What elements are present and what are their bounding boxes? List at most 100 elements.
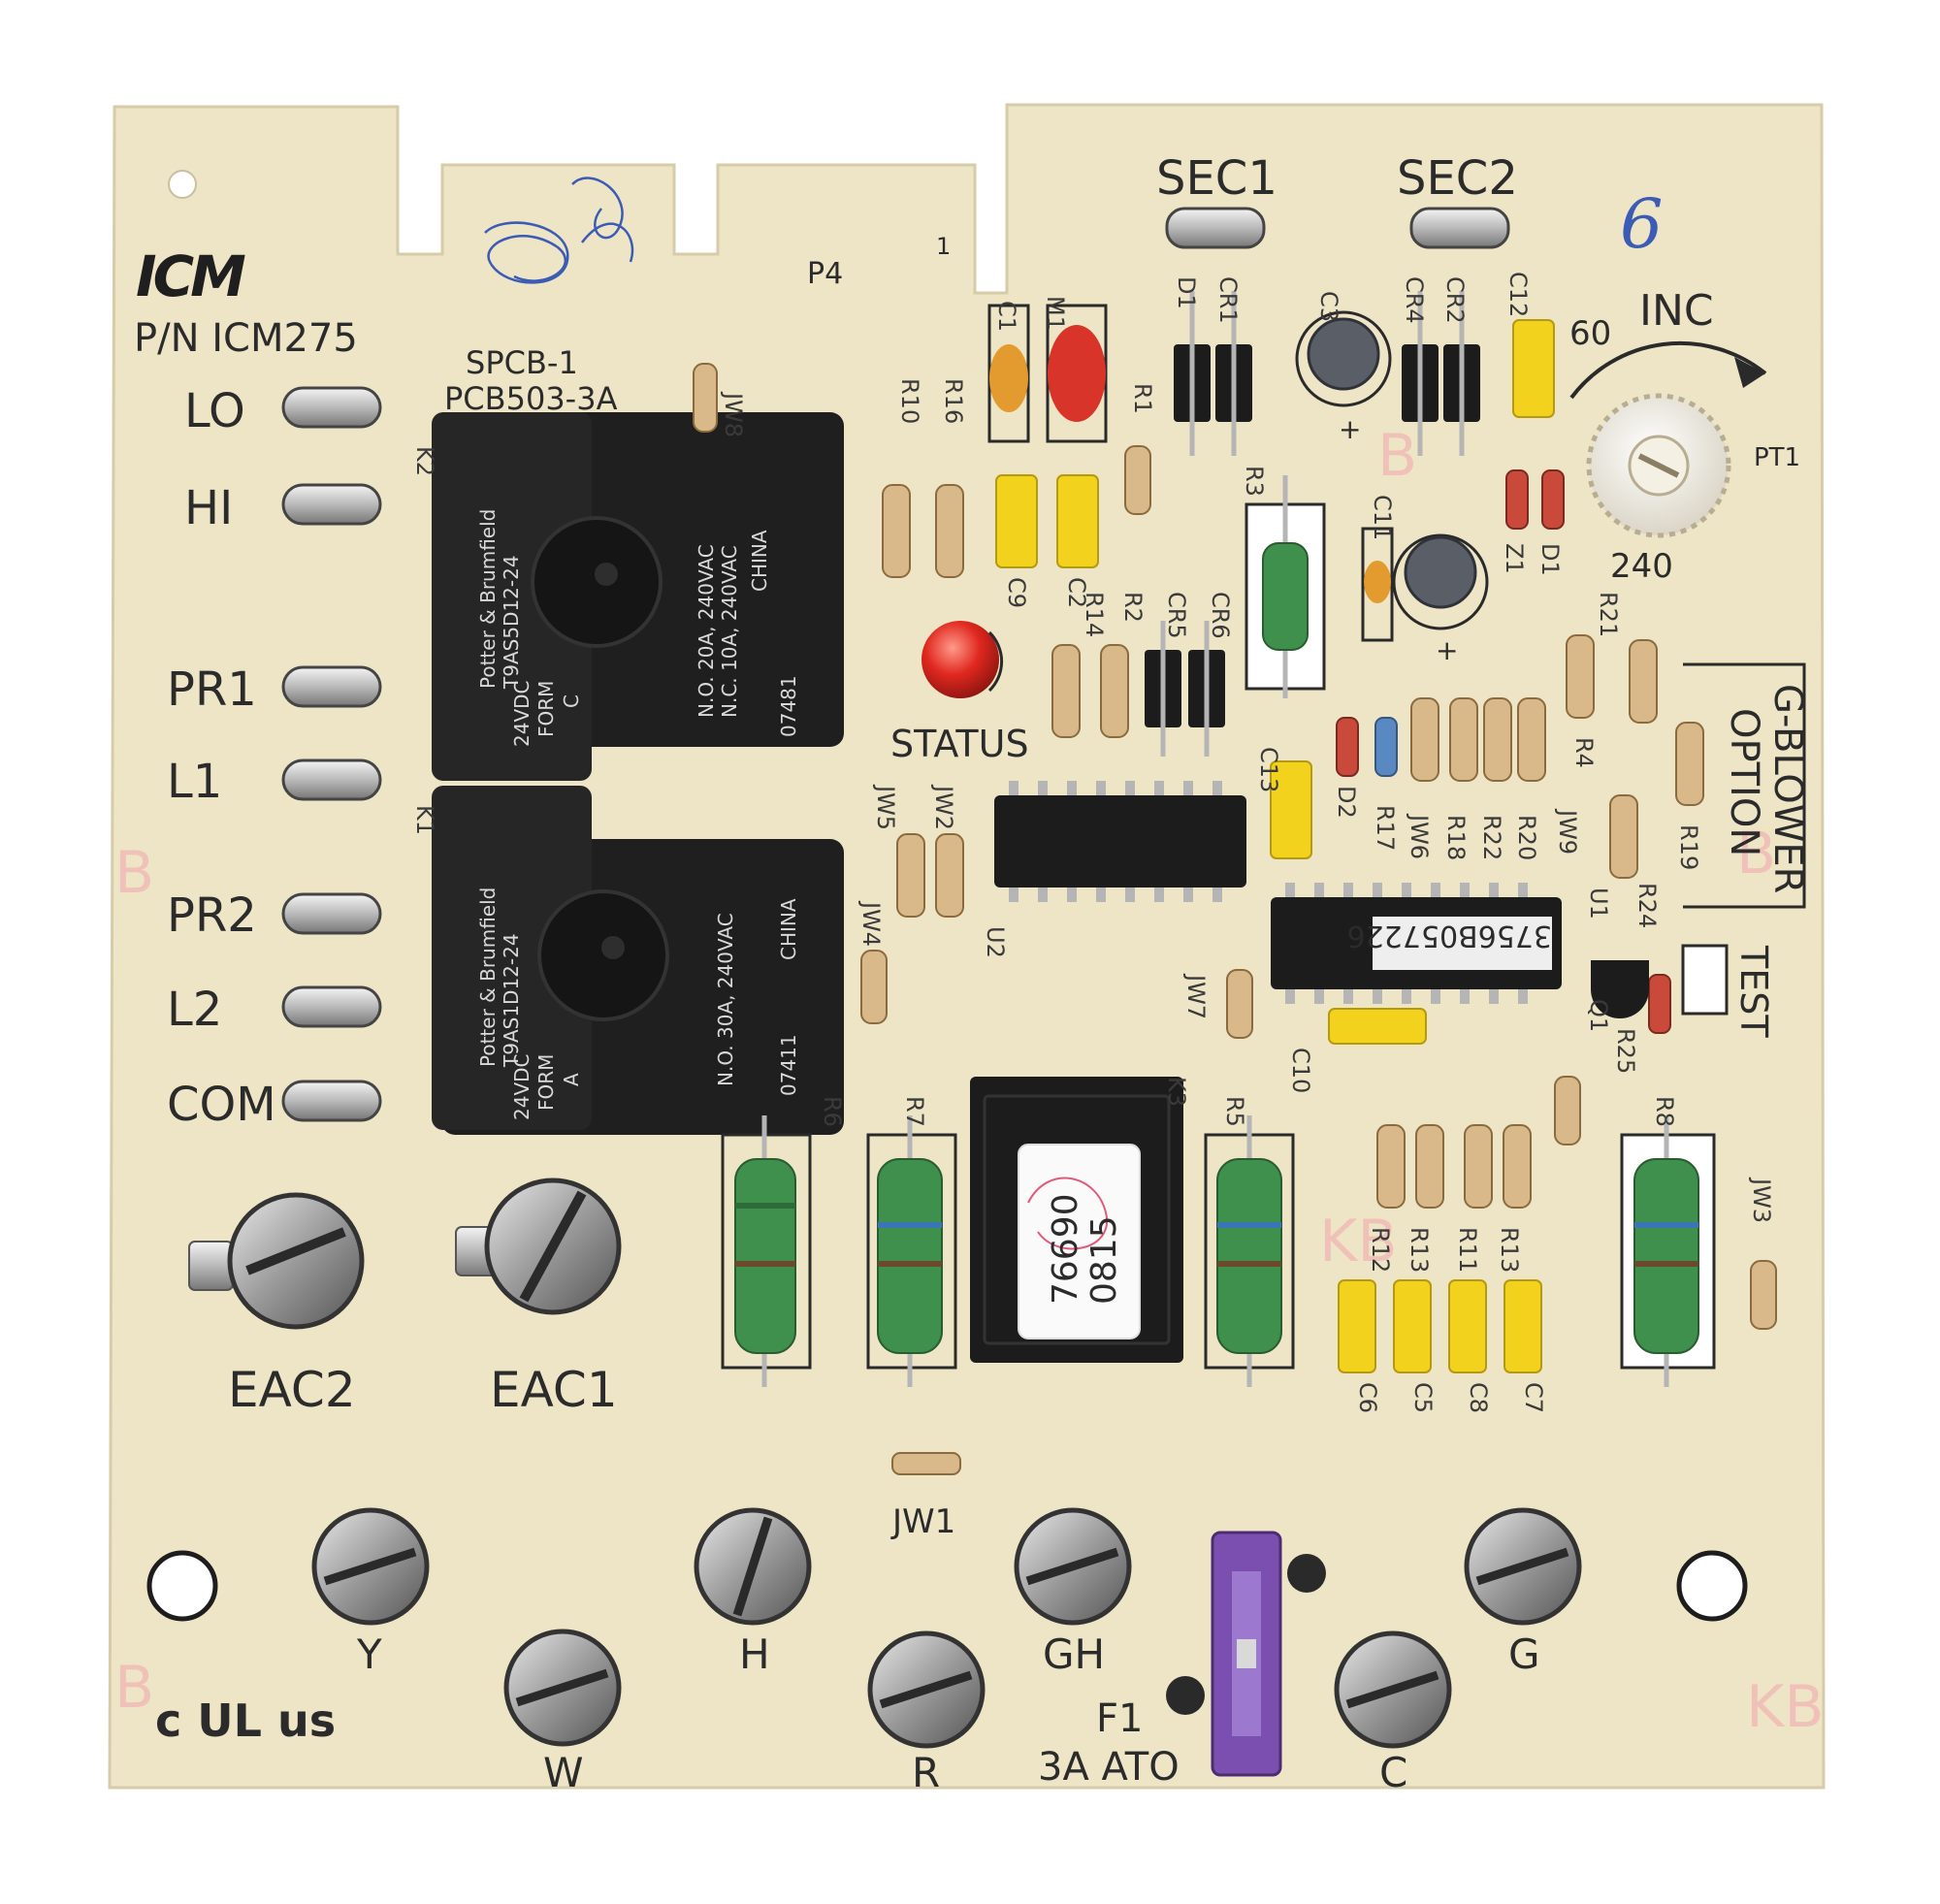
- designator: R12: [1367, 1227, 1394, 1273]
- designator: R1: [1129, 383, 1156, 414]
- fuse-f1[interactable]: F1 3A ATO: [1038, 1531, 1282, 1790]
- designator: R3: [1241, 466, 1268, 497]
- designator: R25: [1612, 1028, 1639, 1074]
- terminal-label: EAC2: [228, 1362, 356, 1418]
- fuse-designator: F1: [1096, 1696, 1143, 1741]
- designator: JW8: [720, 391, 747, 437]
- mounting-hole: [1676, 1550, 1748, 1622]
- mounting-hole: [168, 170, 197, 199]
- designator: C8: [1465, 1382, 1492, 1413]
- terminal-hi[interactable]: HI: [184, 481, 382, 535]
- relay-rating: N.O. 30A, 240VAC: [714, 913, 737, 1086]
- silkscreen-designators: R10 R16 R1 R2 R14 R3 R4 R5 R6 R7 R8 R17 …: [411, 272, 1775, 1413]
- designator: R13: [1496, 1227, 1523, 1273]
- terminal-sec1[interactable]: SEC1: [1156, 151, 1277, 249]
- relay-form: FORM: [534, 1054, 558, 1111]
- designator: K1: [411, 805, 438, 835]
- designator: JW5: [872, 784, 899, 830]
- designator: M1: [1042, 296, 1069, 331]
- relay-rating: N.O. 20A, 240VAC: [695, 544, 718, 718]
- terminal-label: R: [912, 1749, 940, 1796]
- power-resistor-r7: [866, 1115, 957, 1387]
- power-resistor-r5: [1204, 1115, 1295, 1387]
- ceramic-capacitor-c11: [1361, 527, 1394, 642]
- designator: R14: [1081, 592, 1108, 637]
- designator: D1: [1173, 276, 1200, 309]
- inspection-stamps: B B KB B B KB: [114, 422, 1825, 1741]
- designator: U1: [1585, 887, 1612, 920]
- designator: D2: [1333, 786, 1360, 819]
- designator: R2: [1119, 592, 1147, 623]
- screw-terminal-h[interactable]: H: [694, 1507, 812, 1678]
- terminal-com[interactable]: COM: [167, 1078, 382, 1132]
- designator: R24: [1633, 883, 1661, 928]
- svg-text:B: B: [114, 1654, 154, 1722]
- terminal-l2[interactable]: L2: [167, 983, 382, 1037]
- relay-date-code: 07481: [777, 675, 800, 737]
- designator: JW2: [930, 784, 957, 830]
- screw-terminal-w[interactable]: W: [503, 1629, 622, 1796]
- designator: CR2: [1441, 276, 1469, 324]
- relay-k3: 76690 0815: [970, 1077, 1183, 1363]
- designator: R22: [1478, 815, 1505, 860]
- designator: C6: [1354, 1382, 1381, 1413]
- designator: R13: [1406, 1227, 1433, 1273]
- terminal-label: SEC1: [1156, 151, 1277, 206]
- designator: R6: [819, 1096, 846, 1127]
- terminal-lo[interactable]: LO: [184, 384, 382, 438]
- terminal-label: W: [543, 1749, 584, 1796]
- diode-pair-cr5-cr6: [1145, 621, 1225, 757]
- screw-terminal-g[interactable]: G: [1464, 1507, 1582, 1678]
- terminal-label: PR1: [167, 662, 257, 717]
- relay-k1: Potter & Brumfield T9AS1D12-24 24VDC FOR…: [432, 786, 844, 1135]
- brand-logo: ICM: [136, 243, 245, 309]
- designator: Q1: [1585, 999, 1612, 1032]
- pcb-label-2: PCB503-3A: [444, 380, 618, 417]
- designator: CR6: [1207, 592, 1234, 639]
- test-label: TEST: [1732, 945, 1775, 1038]
- terminal-label: SEC2: [1397, 151, 1518, 206]
- screw-terminal-eac1[interactable]: EAC1: [455, 1178, 622, 1418]
- varistor-m1: [1046, 304, 1108, 443]
- designator: R5: [1221, 1096, 1248, 1127]
- designator: D1: [1536, 543, 1564, 576]
- terminal-label: LO: [184, 384, 245, 438]
- designator: C5: [1409, 1382, 1437, 1413]
- designator: K2: [411, 446, 438, 476]
- film-capacitors: [995, 319, 1555, 1373]
- axial-resistors: [693, 363, 1777, 1475]
- relay-date-code: 07411: [777, 1034, 800, 1096]
- g-blower-label: G-BLOWER: [1765, 684, 1810, 893]
- potentiometer-pt1[interactable]: 60 INC PT1 240: [1569, 286, 1800, 586]
- designator: JW6: [1406, 813, 1433, 859]
- terminal-label: L2: [167, 983, 222, 1037]
- power-resistor-r8: [1620, 1115, 1716, 1387]
- terminal-sec2[interactable]: SEC2: [1397, 151, 1518, 249]
- relay-rating: N.C. 10A, 240VAC: [718, 545, 741, 718]
- screw-terminal-c[interactable]: C: [1334, 1630, 1452, 1796]
- terminal-l1[interactable]: L1: [167, 755, 382, 809]
- terminal-label: C: [1379, 1749, 1407, 1796]
- screw-terminal-gh[interactable]: GH: [1014, 1507, 1132, 1678]
- ic-u1: 3756B057226: [1271, 883, 1562, 1004]
- test-jumper[interactable]: TEST: [1681, 944, 1775, 1038]
- designator: R19: [1675, 824, 1702, 870]
- designator: C7: [1520, 1382, 1547, 1413]
- relay-form-type: C: [560, 694, 583, 708]
- screw-terminal-y[interactable]: Y: [311, 1507, 430, 1678]
- glass-diodes: [1336, 469, 1671, 1034]
- relay-model: T9AS5D12-24: [500, 555, 523, 690]
- screw-terminal-eac2[interactable]: EAC2: [188, 1192, 365, 1418]
- power-resistor-r6: [721, 1115, 812, 1387]
- left-terminal-column: LO HI PR1 L1 PR2 L2 COM: [167, 384, 382, 1132]
- designator: C3: [1315, 291, 1342, 322]
- terminal-pr1[interactable]: PR1: [167, 662, 382, 717]
- relay-form-type: A: [560, 1073, 583, 1086]
- terminal-label: GH: [1043, 1630, 1105, 1678]
- via-hole: [1166, 1676, 1205, 1715]
- screw-terminal-r[interactable]: R: [867, 1630, 986, 1796]
- svg-text:KB: KB: [1319, 1208, 1398, 1275]
- relay-brand: Potter & Brumfield: [476, 509, 500, 689]
- terminal-pr2[interactable]: PR2: [167, 888, 382, 943]
